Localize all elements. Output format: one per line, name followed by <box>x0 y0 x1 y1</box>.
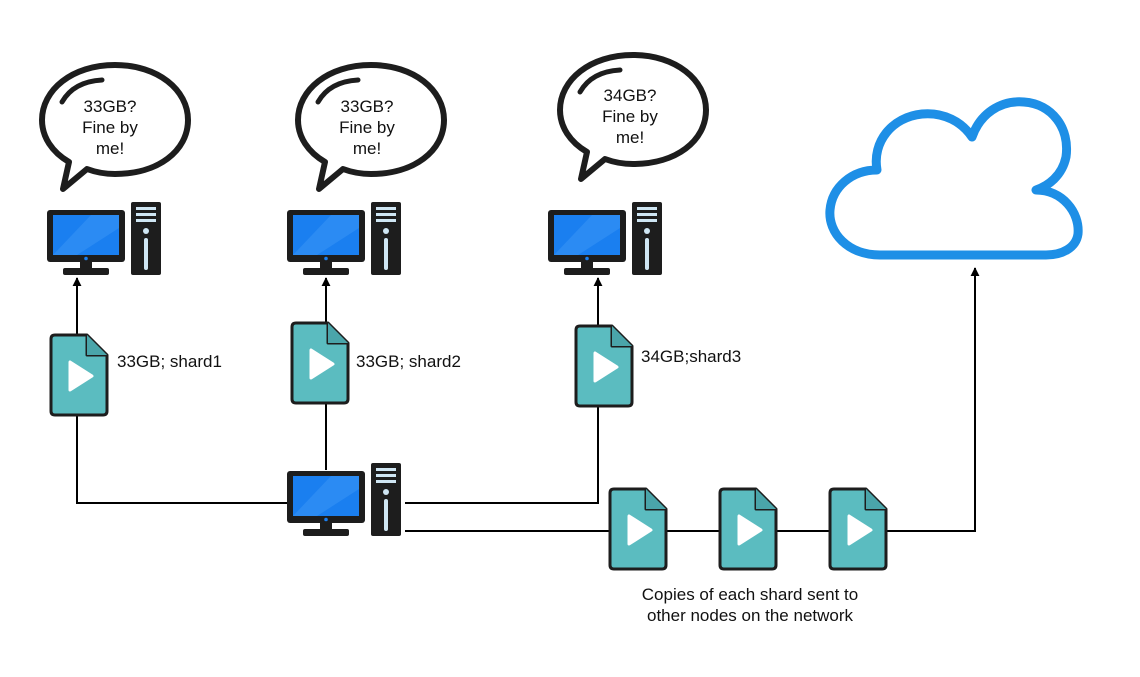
bubble-text-2: 33GB? Fine by me! <box>312 96 422 159</box>
shard-label-3: 34GB;shard3 <box>641 347 742 366</box>
shard-copy-1-icon <box>608 487 668 571</box>
node-computer-1 <box>47 202 161 275</box>
node-computer-2 <box>287 202 401 275</box>
bubble-3-line-3: me! <box>615 128 645 147</box>
shard-file-3-icon <box>574 324 634 408</box>
shard-file-2-icon <box>290 321 350 405</box>
bubble-2-line-3: me! <box>352 139 382 158</box>
bubble-3-line-2: Fine by <box>602 107 658 126</box>
bubble-3-line-1: 34GB? <box>603 86 657 105</box>
bubble-text-1: 33GB? Fine by me! <box>55 96 165 159</box>
caption-line-1: Copies of each shard sent to <box>641 585 859 604</box>
bubble-1-line-1: 33GB? <box>83 97 137 116</box>
shard-copy-3-icon <box>828 487 888 571</box>
caption-line-2: other nodes on the network <box>646 606 854 625</box>
shard-label-2: 33GB; shard2 <box>356 352 461 371</box>
bubble-2-line-1: 33GB? <box>340 97 394 116</box>
bubble-1-line-2: Fine by <box>82 118 138 137</box>
link-to-cloud <box>405 267 980 532</box>
bubble-2-line-2: Fine by <box>339 118 395 137</box>
link-to-node-3 <box>405 277 603 504</box>
source-computer <box>287 463 401 536</box>
shard-file-1-icon <box>49 333 109 417</box>
replication-caption: Copies of each shard sent to other nodes… <box>610 584 890 626</box>
shard-label-1: 33GB; shard1 <box>117 352 222 371</box>
link-to-node-1 <box>72 277 290 504</box>
bubble-text-3: 34GB? Fine by me! <box>575 85 685 148</box>
shard-copy-2-icon <box>718 487 778 571</box>
bubble-1-line-3: me! <box>95 139 125 158</box>
node-computer-3 <box>548 202 662 275</box>
cloud-icon <box>825 97 1083 260</box>
